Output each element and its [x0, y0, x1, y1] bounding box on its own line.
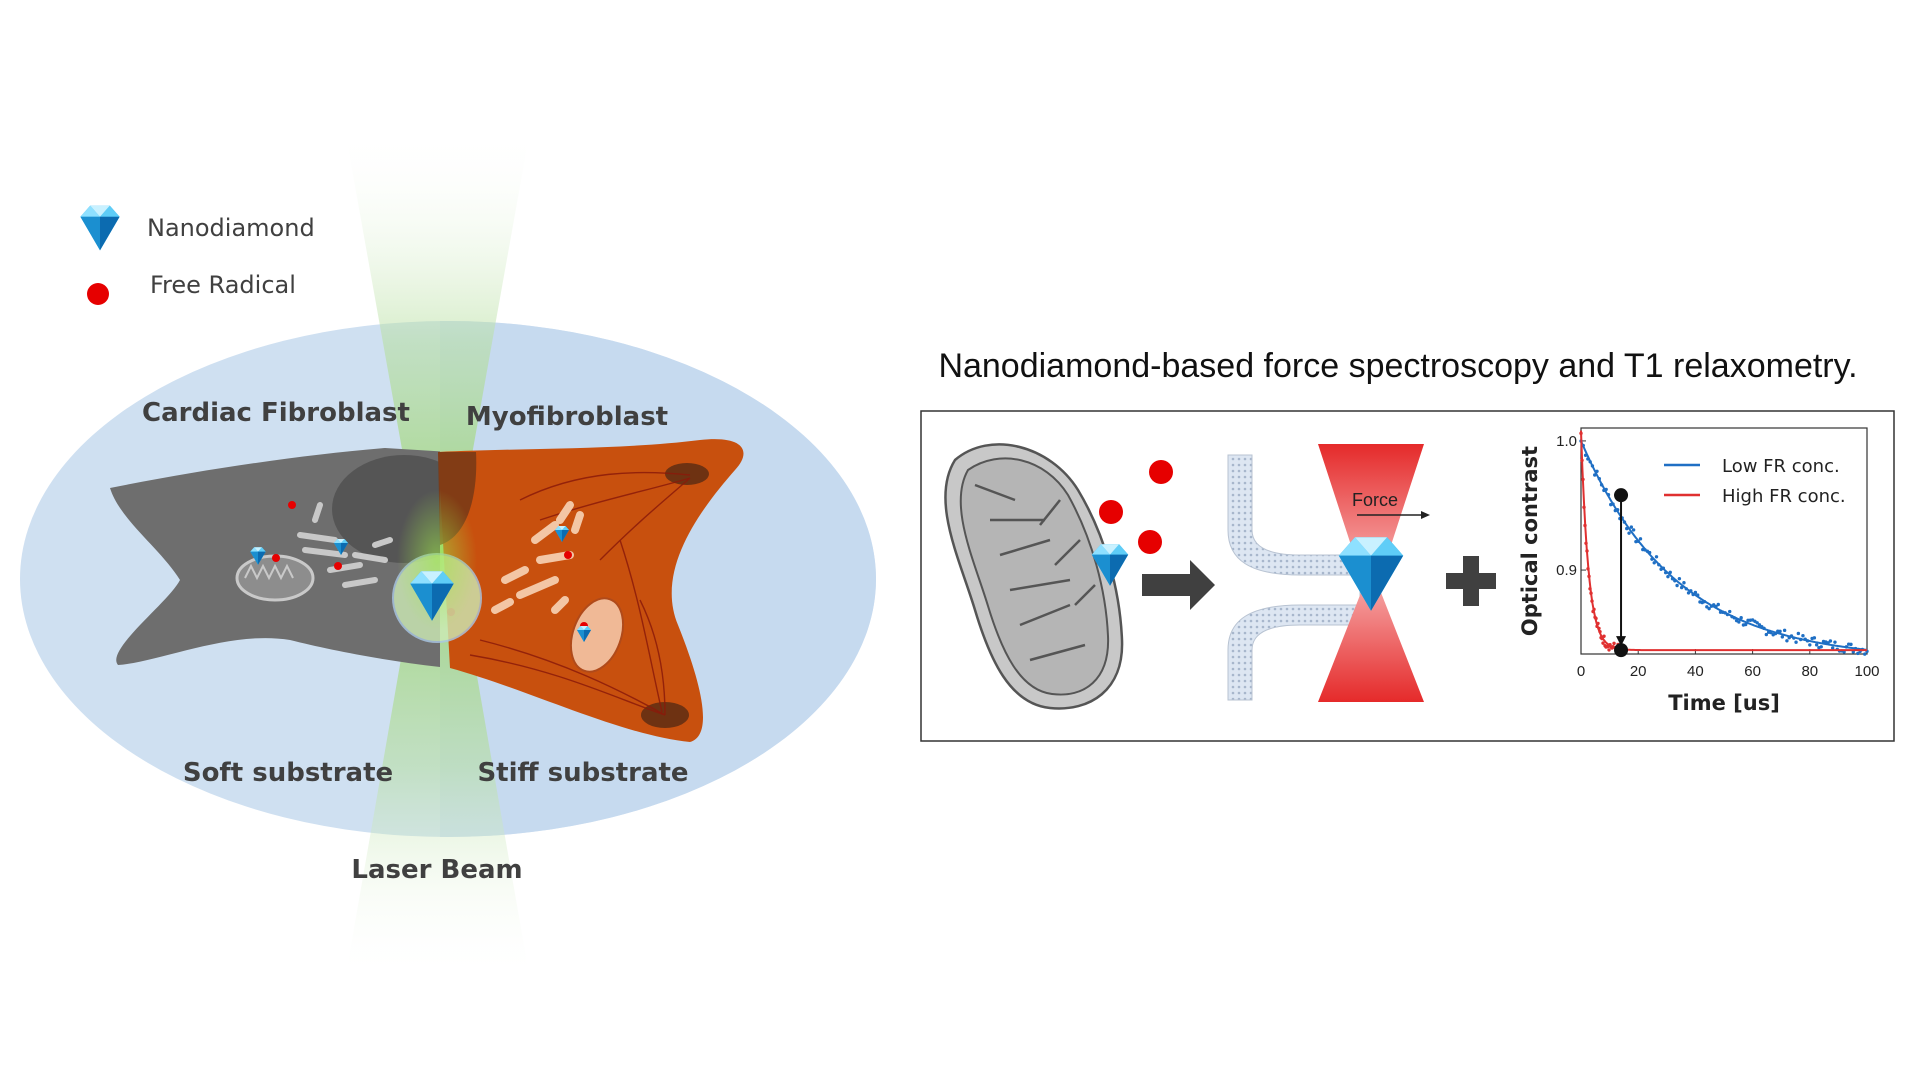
- y-tick-label: 0.9: [1556, 562, 1577, 579]
- data-point: [1707, 606, 1711, 611]
- membrane-tether: [1227, 454, 1381, 701]
- data-point: [1607, 648, 1611, 652]
- data-point: [1631, 528, 1636, 532]
- stress-fibers: [469, 471, 691, 716]
- data-point: [1677, 576, 1682, 581]
- data-point: [1666, 574, 1670, 579]
- data-point: [1830, 646, 1835, 650]
- x-axis-ticks: 0 20 40 60 80 100: [1577, 649, 1880, 680]
- data-point: [1780, 635, 1785, 639]
- x-tick-label: 20: [1630, 663, 1647, 680]
- series-layer: [1579, 430, 1869, 656]
- data-point: [1682, 581, 1686, 585]
- data-point: [1778, 629, 1782, 634]
- y-axis-ticks: 1.0 0.9: [1556, 433, 1586, 579]
- annotation-point-low: [1614, 488, 1629, 503]
- series-fit-line: [1580, 440, 1868, 651]
- data-point: [1782, 628, 1787, 633]
- fibroblast-organelles: [297, 502, 393, 588]
- cell-illustration: Cardiac Fibroblast Myofibroblast Soft su…: [20, 130, 876, 980]
- x-tick-label: 0: [1577, 663, 1585, 680]
- annotation-layer: [1614, 488, 1629, 658]
- plus-sign: [1446, 556, 1496, 606]
- data-point: [1601, 641, 1605, 645]
- data-point: [1744, 622, 1748, 627]
- legend-label-low: Low FR conc.: [1722, 456, 1840, 477]
- nanodiamond-legend-icon: [80, 205, 120, 251]
- data-point: [1755, 621, 1759, 625]
- data-point: [1728, 609, 1732, 614]
- series-fit-line: [1580, 430, 1867, 652]
- data-point: [1814, 643, 1819, 647]
- panel-mitochondrion: [944, 443, 1129, 710]
- data-point: [1612, 641, 1616, 646]
- annotation-point-high: [1614, 643, 1629, 658]
- annotation-arrowhead: [1616, 636, 1627, 647]
- data-point: [1638, 537, 1643, 541]
- data-point: [1716, 602, 1720, 607]
- data-point: [1794, 640, 1798, 644]
- data-point: [1856, 651, 1860, 656]
- force-label: Force: [1352, 490, 1398, 510]
- soft-substrate-label: Soft substrate: [183, 758, 393, 788]
- y-tick-label: 1.0: [1556, 433, 1577, 450]
- data-point: [1863, 652, 1867, 656]
- x-tick-label: 80: [1801, 663, 1818, 680]
- data-point: [1785, 639, 1789, 643]
- data-point: [1757, 623, 1762, 627]
- x-axis-title: Time [us]: [1668, 691, 1780, 715]
- fibroblast-mitochondrion: [235, 554, 315, 602]
- myofibroblast-mitochondrion: [569, 597, 625, 673]
- data-point: [1629, 525, 1634, 529]
- myofibroblast-label: Myofibroblast: [466, 402, 668, 432]
- legend: Nanodiamond Free Radical: [80, 205, 315, 305]
- data-point: [1828, 639, 1833, 643]
- data-point: [1652, 561, 1656, 565]
- data-point: [1833, 640, 1837, 644]
- data-point: [1686, 591, 1691, 595]
- data-point: [1812, 636, 1817, 640]
- myofibroblast-cell: [438, 439, 744, 742]
- myofibroblast-organelles: [491, 501, 584, 614]
- y-axis-title: Optical contrast: [1518, 446, 1542, 636]
- data-point: [1737, 620, 1741, 624]
- cardiac-fibroblast-label: Cardiac Fibroblast: [142, 398, 410, 428]
- laser-beam-label: Laser Beam: [351, 855, 522, 885]
- panel-title: Nanodiamond-based force spectroscopy and…: [938, 347, 1857, 385]
- data-point: [1849, 642, 1853, 647]
- relaxometry-chart: 1.0 0.9 0 20 40 60 80 100 Optical contrast Tim…: [1518, 427, 1880, 715]
- data-point: [1801, 634, 1805, 638]
- x-tick-label: 40: [1687, 663, 1704, 680]
- free-radical-legend-icon: [87, 283, 109, 305]
- x-tick-label: 100: [1854, 663, 1879, 680]
- data-point: [1705, 605, 1709, 609]
- data-point: [1808, 643, 1812, 647]
- stiff-substrate-label: Stiff substrate: [477, 758, 688, 788]
- chart-legend: Low FR conc. High FR conc.: [1664, 456, 1846, 507]
- free-radical-legend-label: Free Radical: [150, 271, 296, 299]
- nanodiamond-legend-label: Nanodiamond: [147, 214, 315, 242]
- legend-label-high: High FR conc.: [1722, 486, 1846, 507]
- data-point: [1764, 632, 1769, 637]
- data-point: [1654, 555, 1659, 559]
- panel-free-radicals: [1099, 460, 1173, 554]
- data-point: [1739, 616, 1743, 620]
- x-tick-label: 60: [1744, 663, 1761, 680]
- data-point: [1796, 631, 1801, 636]
- data-point: [1819, 645, 1823, 649]
- data-point: [1627, 531, 1631, 535]
- process-arrow: [1142, 560, 1215, 610]
- data-point: [1675, 583, 1679, 588]
- chart-frame: [1580, 427, 1868, 655]
